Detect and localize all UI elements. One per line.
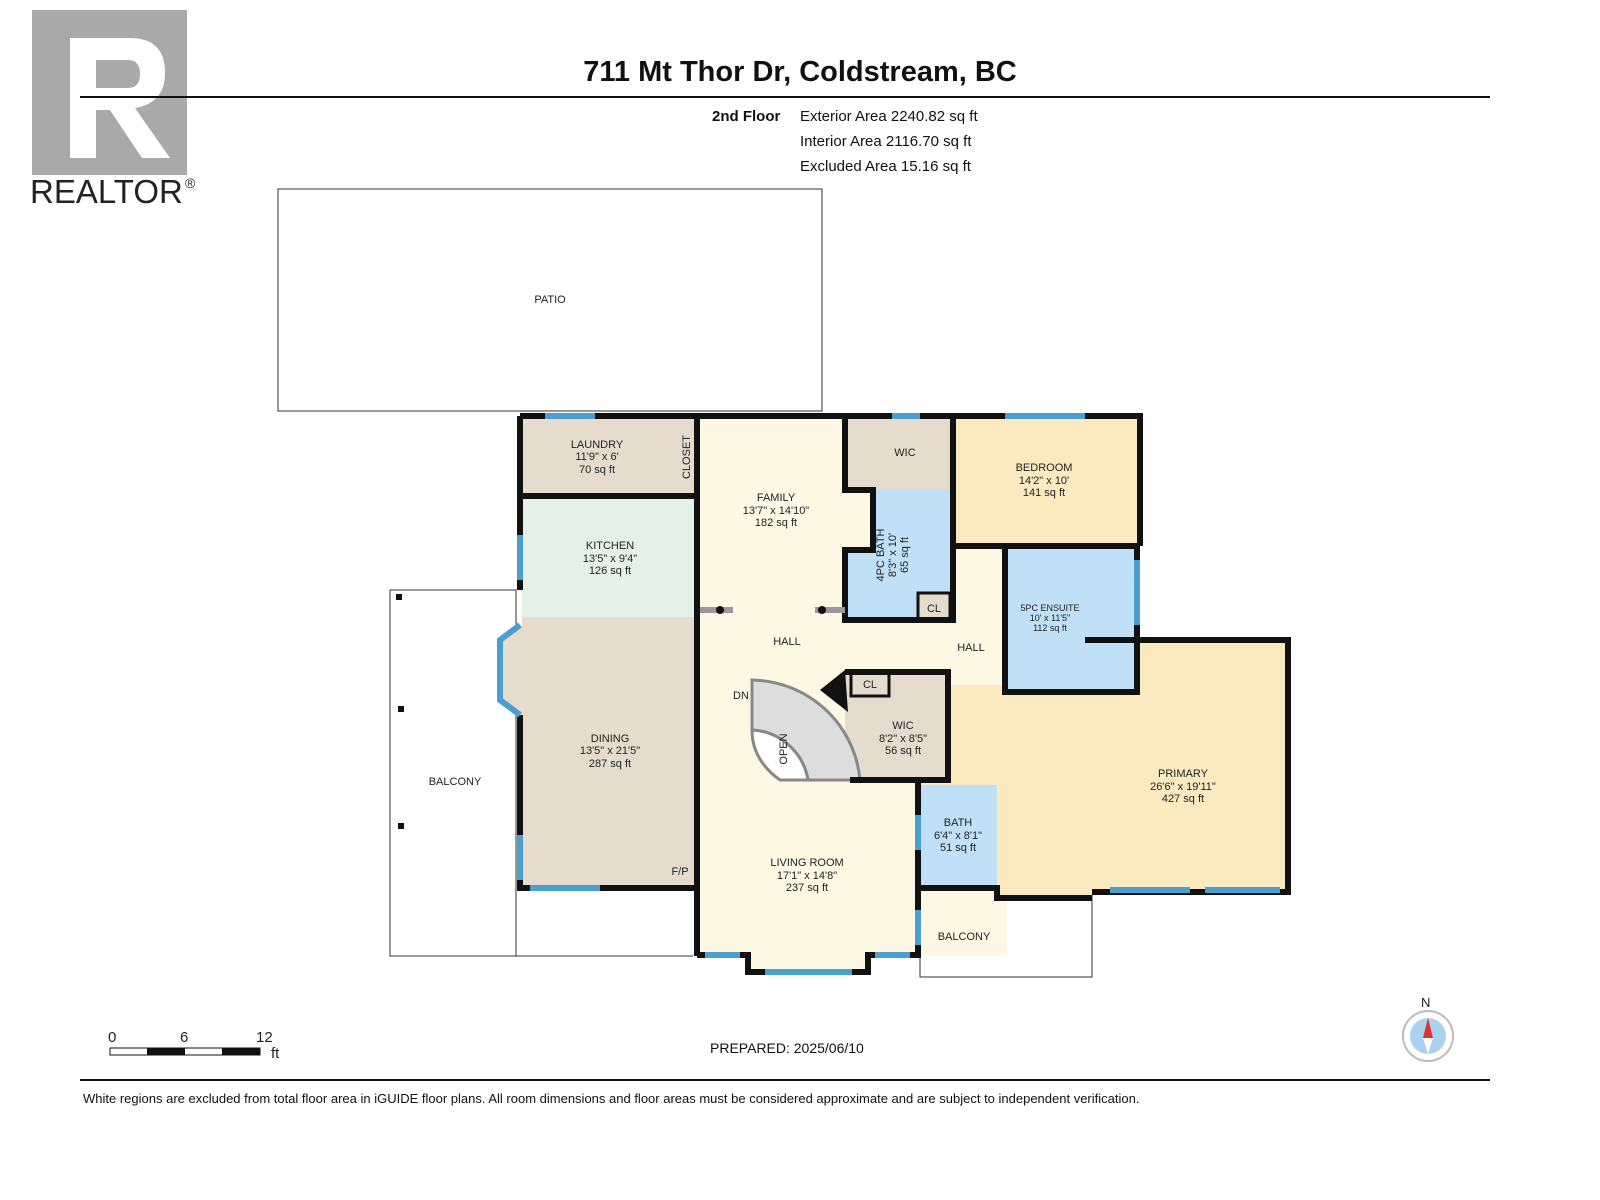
balcony-left — [389, 589, 693, 957]
ensuite-label: 5PC ENSUITE — [1020, 603, 1079, 613]
walls — [517, 413, 1291, 975]
title-divider — [80, 96, 1490, 98]
living-room-area: 237 sq ft — [786, 882, 828, 894]
balcony-right-label: BALCONY — [938, 931, 991, 943]
kitchen-dims: 13'5" x 9'4" — [583, 553, 637, 565]
bath-area: 51 sq ft — [940, 842, 976, 854]
bath4-label: 4PC BATH — [875, 528, 887, 581]
bath — [918, 785, 997, 885]
windows — [497, 413, 1280, 975]
bath-4pc — [845, 490, 953, 620]
patio — [277, 188, 823, 412]
ensuite-5pc — [1005, 546, 1137, 692]
bedroom-dims: 14'2" x 10' — [1019, 475, 1069, 487]
exterior-area: Exterior Area 2240.82 sq ft — [800, 108, 978, 125]
bath4-area: 65 sq ft — [899, 537, 911, 573]
laundry-label: LAUNDRY — [571, 439, 624, 451]
kitchen-label: KITCHEN — [586, 540, 634, 552]
floor-label: 2nd Floor — [712, 108, 781, 125]
interior-area: Interior Area 2116.70 sq ft — [800, 133, 972, 150]
closet1-label: CL — [927, 603, 941, 615]
scale-tick-6: 6 — [180, 1029, 188, 1046]
kitchen-area: 126 sq ft — [589, 565, 631, 577]
stairs-down-label: DN — [733, 690, 749, 702]
logo-text: REALTOR — [30, 173, 183, 210]
primary-label: PRIMARY — [1158, 768, 1209, 780]
laundry-dims: 11'9" x 6' — [575, 451, 618, 463]
scale-unit: ft — [271, 1045, 280, 1062]
open-label: OPEN — [778, 733, 790, 764]
dining-dims: 13'5" x 21'5" — [580, 745, 640, 757]
hall1-label: HALL — [773, 636, 801, 648]
scale-bar: 0 6 12 ft — [108, 1029, 280, 1062]
living-room-dims: 17'1" x 14'8" — [777, 870, 837, 882]
wic-top — [845, 416, 953, 490]
primary-area: 427 sq ft — [1162, 793, 1204, 805]
closet2-label: CL — [863, 679, 877, 691]
closet-label: CLOSET — [681, 435, 693, 479]
prepared-date: PREPARED: 2025/06/10 — [710, 1040, 864, 1056]
living-room-label: LIVING ROOM — [770, 857, 843, 869]
dining-area: 287 sq ft — [589, 758, 631, 770]
compass-icon: N — [1402, 995, 1454, 1062]
bath4-dims: 8'3" x 10' — [887, 533, 899, 577]
patio-label: PATIO — [534, 294, 566, 306]
bath-dims: 6'4" x 8'1" — [934, 830, 982, 842]
disclaimer: White regions are excluded from total fl… — [83, 1091, 1140, 1106]
bedroom-label: BEDROOM — [1016, 462, 1073, 474]
logo-registered: ® — [185, 175, 196, 191]
ensuite-dims: 10' x 11'5" — [1030, 613, 1071, 623]
wic-top-label: WIC — [894, 447, 915, 459]
kitchen — [522, 498, 697, 617]
dining — [500, 617, 697, 888]
excluded-area: Excluded Area 15.16 sq ft — [800, 158, 971, 175]
compass-north-label: N — [1421, 995, 1430, 1010]
primary — [918, 640, 1288, 898]
family-label: FAMILY — [757, 492, 796, 504]
ensuite-area: 112 sq ft — [1033, 623, 1067, 633]
laundry-area: 70 sq ft — [579, 464, 615, 476]
wic-label: WIC — [892, 720, 913, 732]
page-title: 711 Mt Thor Dr, Coldstream, BC — [583, 56, 1017, 88]
realtor-logo-mark: REALTOR ® — [30, 10, 196, 210]
primary-dims: 26'6" x 19'11" — [1150, 781, 1216, 793]
footer-divider — [80, 1079, 1490, 1081]
laundry — [522, 416, 697, 496]
family-area: 182 sq ft — [755, 517, 797, 529]
fireplace-label: F/P — [671, 866, 688, 878]
bedroom-area: 141 sq ft — [1023, 487, 1065, 499]
wic-area: 56 sq ft — [885, 745, 921, 757]
scale-tick-0: 0 — [108, 1029, 116, 1046]
bedroom — [953, 416, 1137, 546]
family-dims: 13'7" x 14'10" — [743, 505, 810, 517]
hall2-label: HALL — [957, 642, 985, 654]
wic-dims: 8'2" x 8'5" — [879, 733, 927, 745]
dining-label: DINING — [591, 733, 630, 745]
realtor-logo: REALTOR ® — [30, 8, 205, 213]
balcony-left-label: BALCONY — [429, 776, 482, 788]
bath-label: BATH — [944, 817, 973, 829]
scale-tick-12: 12 — [256, 1029, 273, 1046]
